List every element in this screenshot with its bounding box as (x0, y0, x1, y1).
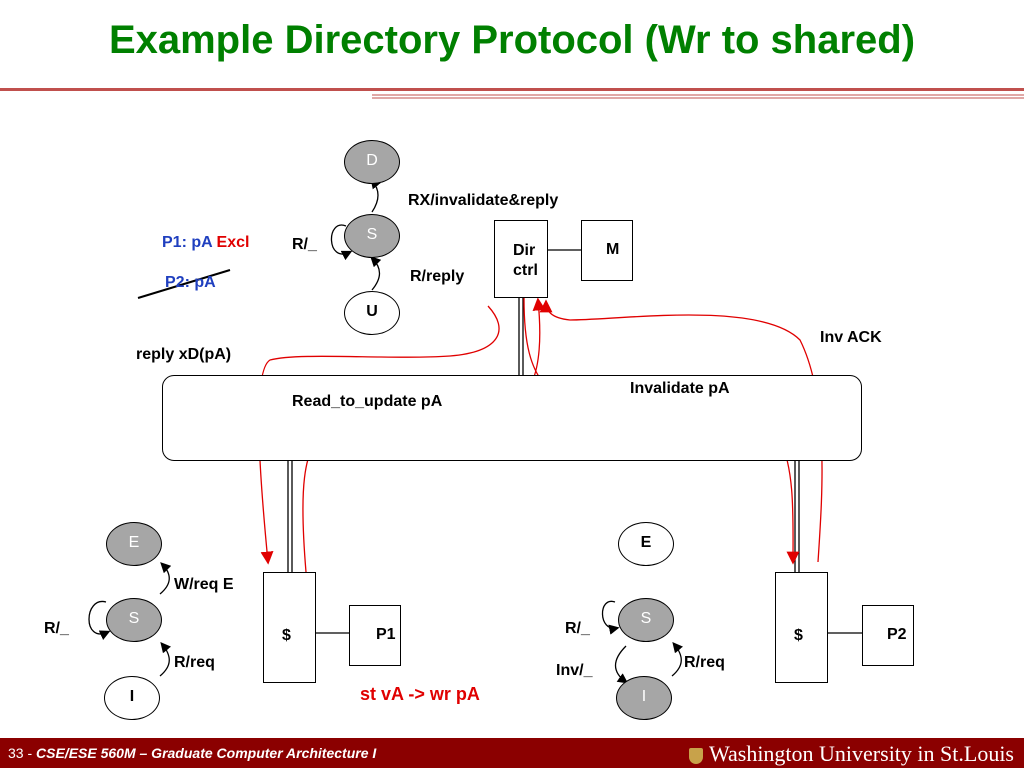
dir-edge-s-self (330, 224, 353, 261)
footer-course: CSE/ESE 560M – Graduate Computer Archite… (36, 745, 377, 761)
university-shield-icon (688, 747, 703, 764)
p2-label-rreq: R/req (684, 654, 725, 671)
footer-bar: 33 - CSE/ESE 560M – Graduate Computer Ar… (0, 738, 1024, 768)
p1-state-e: E (106, 522, 162, 566)
bus-label-reply: reply xD(pA) (136, 346, 232, 363)
p1-label-rreq: R/req (174, 654, 215, 671)
title-divider (0, 88, 1024, 91)
memory-box: M (581, 220, 633, 281)
p2-cache-label: $ (794, 627, 803, 644)
p1-state-s: S (106, 598, 162, 642)
dir-label-r-reply: R/reply (410, 268, 465, 285)
p1-label-wreq: W/req E (174, 576, 234, 593)
p1-proc-box: P1 (349, 605, 401, 666)
dir-edge-s-to-d (370, 177, 381, 213)
dir-state-u: U (344, 291, 400, 335)
bus-label-inv-ack: Inv ACK (820, 329, 882, 346)
footer-university-name: Washington University in St.Louis (708, 741, 1014, 766)
slide-title: Example Directory Protocol (Wr to shared… (108, 18, 916, 62)
footer-page-number: 33 - (8, 745, 33, 761)
bus-label-invalidate: Invalidate pA (630, 380, 730, 397)
sharer-p2: P2: pA (165, 274, 216, 291)
dir-ctrl-line1: Dir (513, 242, 536, 259)
arrow-inv-ack (539, 299, 823, 563)
memory-label: M (606, 241, 620, 258)
sharer-p1: P1: pA Excl (162, 234, 249, 252)
p2-state-s: S (618, 598, 674, 642)
p2-state-e: E (618, 522, 674, 566)
p1-instruction: st vA -> wr pA (360, 684, 480, 704)
p1-cache-box: $ (263, 572, 316, 683)
p2-proc-box: P2 (862, 605, 914, 666)
p2-strike-line (137, 269, 231, 299)
footer-course-line: 33 - CSE/ESE 560M – Graduate Computer Ar… (8, 745, 376, 761)
bus-label-read-to-update: Read_to_update pA (292, 393, 443, 410)
dir-label-rx: RX/invalidate&reply (408, 192, 559, 209)
footer-university-logo: Washington University in St.Louis (688, 741, 1014, 767)
p1-state-i: I (104, 676, 160, 720)
p1-label-r-self: R/_ (44, 620, 69, 637)
dir-label-r-self: R/_ (292, 236, 317, 253)
p2-label-r-self: R/_ (565, 620, 590, 637)
p1-proc-label: P1 (376, 626, 396, 643)
p2-proc-label: P2 (887, 626, 907, 643)
dir-state-s: S (344, 214, 400, 258)
p1-cache-label: $ (282, 627, 291, 644)
p2-cache-box: $ (775, 572, 828, 683)
interconnect-bus (162, 375, 862, 461)
p2-state-i: I (616, 676, 672, 720)
dir-ctrl-box: Dir ctrl (494, 220, 548, 298)
sharer-p1-state: Excl (216, 234, 250, 251)
dir-ctrl-line2: ctrl (513, 262, 538, 279)
p2-label-inv: Inv/_ (556, 662, 593, 679)
dir-edge-u-to-s (370, 256, 382, 291)
sharer-p1-prefix: P1: pA (162, 234, 213, 251)
dir-state-d: D (344, 140, 400, 184)
